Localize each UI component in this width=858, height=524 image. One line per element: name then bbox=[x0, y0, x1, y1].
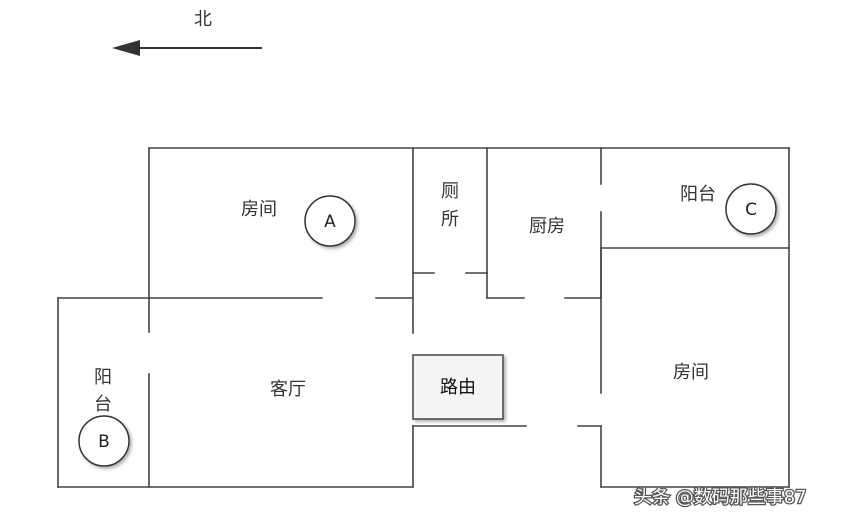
access-point-b: B bbox=[78, 415, 130, 467]
access-point-c: C bbox=[725, 183, 777, 235]
walls bbox=[57, 147, 790, 488]
room-label-balcony-b-1: 阳 bbox=[94, 367, 112, 388]
access-point-a-label: A bbox=[324, 212, 336, 232]
room-label-toilet-2: 所 bbox=[441, 209, 459, 230]
room-label-balcony-c: 阳台 bbox=[680, 184, 716, 205]
room-label-bedroom-a: 房间 bbox=[241, 199, 277, 220]
router-box: 路由 bbox=[412, 354, 504, 420]
room-label-bedroom-right: 房间 bbox=[673, 362, 709, 383]
room-label-kitchen: 厨房 bbox=[529, 216, 565, 237]
access-point-c-label: C bbox=[745, 200, 757, 220]
router-label: 路由 bbox=[440, 377, 476, 398]
room-label-toilet-1: 厕 bbox=[441, 181, 459, 202]
room-label-balcony-b-2: 台 bbox=[94, 394, 112, 415]
north-label: 北 bbox=[194, 9, 212, 30]
access-point-a: A bbox=[304, 195, 356, 247]
north-arrow-icon bbox=[112, 40, 262, 56]
access-point-b-label: B bbox=[98, 432, 110, 452]
watermark: 头条 @数码那些事87 bbox=[634, 487, 807, 508]
room-label-living-room: 客厅 bbox=[270, 379, 306, 400]
